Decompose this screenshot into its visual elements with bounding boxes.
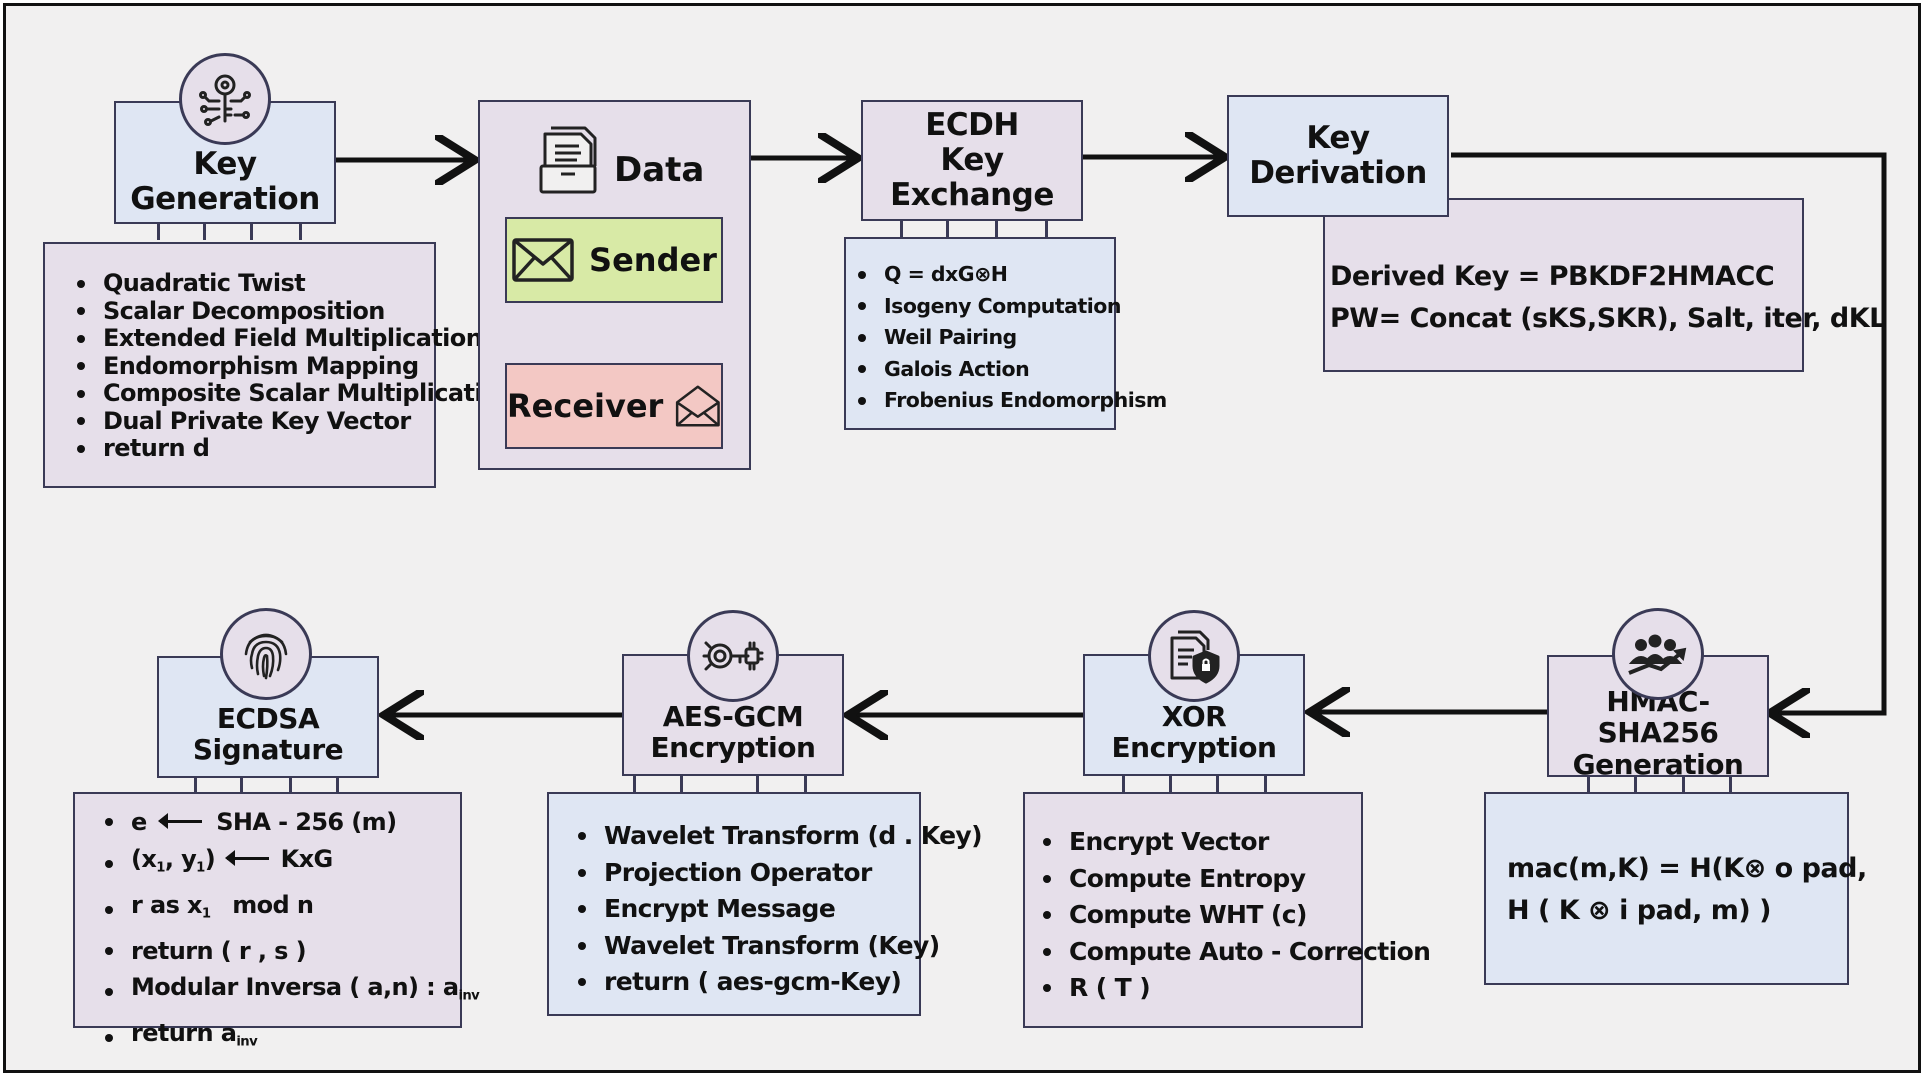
ecdh-details: Q = dxG⊗H Isogeny Computation Weil Pairi… <box>844 237 1167 430</box>
list-item: Wavelet Transform (Key) <box>574 928 940 965</box>
list-item: Extended Field Multiplication <box>73 324 483 353</box>
document-shield-icon <box>1148 610 1240 702</box>
list-item: Compute WHT (c) <box>1039 897 1361 934</box>
key-derivation-title-line2: Derivation <box>1249 155 1427 191</box>
list-item: Galois Action <box>854 354 1114 386</box>
list-item: return ( r , s ) <box>101 933 460 970</box>
key-derivation-title-box: Key Derivation <box>1227 95 1449 217</box>
envelope-open-icon <box>676 385 721 427</box>
list-item: Compute Entropy <box>1039 861 1361 898</box>
list-item: Compute Auto - Correction <box>1039 934 1431 971</box>
xor-title-line2: Encryption <box>1111 731 1277 764</box>
list-item: e SHA - 256 (m) <box>101 804 460 841</box>
list-item: Q = dxG⊗H <box>854 259 1114 291</box>
sender-box: Sender <box>505 217 723 303</box>
left-arrow-icon <box>158 813 203 829</box>
ecdh-title-line1: ECDH <box>925 107 1019 144</box>
list-item: r as x1 mod n <box>101 887 460 933</box>
receiver-label: Receiver <box>507 387 664 425</box>
xor-details: Encrypt Vector Compute Entropy Compute W… <box>1023 792 1431 1028</box>
receiver-box: Receiver <box>505 363 723 449</box>
documents-icon <box>537 122 599 197</box>
group-growth-icon <box>1612 608 1704 700</box>
ecdsa-title-line1: ECDSA <box>216 701 320 735</box>
kxg-term: KxG <box>280 844 334 873</box>
ecdh-title-box: ECDH Key Exchange <box>861 100 1083 221</box>
list-item: return ( aes-gcm-Key) <box>574 964 919 1001</box>
key-circuit-icon <box>179 53 271 145</box>
key-derivation-title-line1: Key <box>1306 120 1370 157</box>
list-item: Encrypt Vector <box>1039 824 1361 861</box>
list-item: Isogeny Computation <box>854 291 1121 323</box>
list-item: Modular Inversa ( a,n) : ainv <box>101 969 480 1015</box>
aes-title-line2: Encryption <box>650 731 816 764</box>
list-item: return ainv <box>101 1015 460 1061</box>
e-variable: e <box>131 808 147 836</box>
derived-key-formula: Derived Key = PBKDF2HMACC <box>1330 261 1775 292</box>
list-item: R ( T ) <box>1039 970 1361 1007</box>
key-generation-details: Quadratic Twist Scalar Decomposition Ext… <box>43 242 515 488</box>
hmac-details: mac(m,K) = H(K⊗ o pad, H ( K ⊗ i pad, m)… <box>1484 792 1867 985</box>
list-item: return d <box>73 434 434 463</box>
aes-details: Wavelet Transform (d . Key) Projection O… <box>547 792 983 1016</box>
list-item: Projection Operator <box>574 855 919 892</box>
aes-title-line1: AES-GCM <box>662 699 804 733</box>
list-item: Frobenius Endomorphism <box>854 385 1167 417</box>
list-item: Encrypt Message <box>574 891 919 928</box>
key-derivation-details: Derived Key = PBKDF2HMACC PW= Concat (sK… <box>1323 198 1886 372</box>
list-item: Quadratic Twist <box>73 269 434 298</box>
pw-formula: PW= Concat (sKS,SKR), Salt, iter, dKL <box>1330 303 1886 334</box>
ecdsa-title-line2: Signature <box>192 733 344 766</box>
xor-title-box: XOR Encryption <box>1083 654 1305 776</box>
mac-formula-line1: mac(m,K) = H(K⊗ o pad, <box>1507 853 1867 884</box>
list-item: Dual Private Key Vector <box>73 407 434 436</box>
hmac-title-line2: Generation <box>1572 747 1744 781</box>
xor-title-line1: XOR <box>1161 699 1227 733</box>
data-title: Data <box>614 150 705 190</box>
ecdsa-details: e SHA - 256 (m) (x1, y1) KxG r as x1 mod… <box>73 792 480 1050</box>
list-item: (x1, y1) KxG <box>101 841 460 887</box>
key-chip-icon <box>687 610 779 702</box>
list-item: Wavelet Transform (d . Key) <box>574 818 983 855</box>
envelope-closed-icon <box>512 238 574 282</box>
list-item: Composite Scalar Multiplication <box>73 379 515 408</box>
mac-formula-line2: H ( K ⊗ i pad, m) ) <box>1507 895 1771 926</box>
sender-label: Sender <box>589 241 717 279</box>
ecdh-title-line2: Key Exchange <box>890 142 1054 213</box>
sha-function: SHA - 256 (m) <box>216 808 397 836</box>
list-item: Scalar Decomposition <box>73 297 434 326</box>
list-item: Weil Pairing <box>854 322 1114 354</box>
list-item: Endomorphism Mapping <box>73 352 434 381</box>
left-arrow-icon <box>224 849 269 866</box>
key-generation-title: Key Generation <box>130 145 320 217</box>
fingerprint-icon <box>220 608 312 700</box>
